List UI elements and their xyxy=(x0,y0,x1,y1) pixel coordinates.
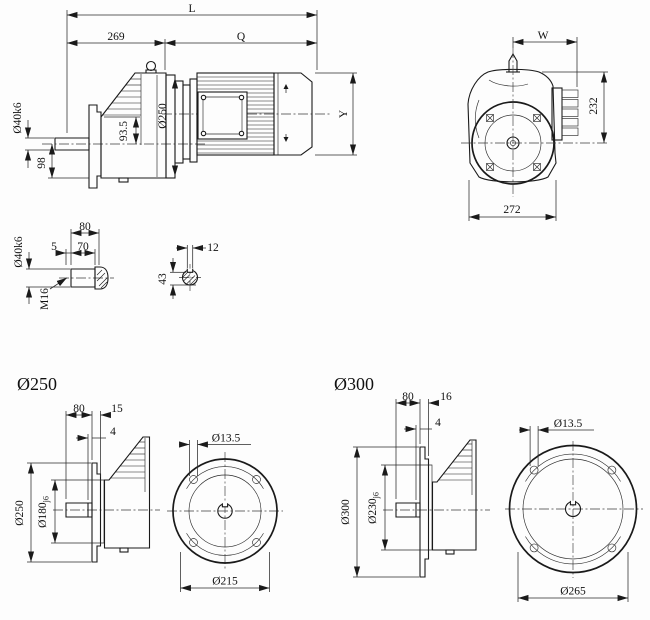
dim-label-shaft-dia-detail: Ø40k6 xyxy=(13,236,25,268)
dim-label-232: 232 xyxy=(588,97,600,115)
dim-label-f300-outer: Ø300 xyxy=(340,499,352,525)
casting-lines xyxy=(474,79,529,139)
flange300-bolt-holes xyxy=(529,465,617,553)
keyway-notch xyxy=(186,268,194,273)
flange-250-title: Ø250 xyxy=(17,374,57,394)
output-flange xyxy=(88,104,102,189)
dim-label-adapter-dia: Ø250 xyxy=(157,103,169,129)
dim-label-f300-4: 4 xyxy=(435,417,441,429)
gear-housing xyxy=(100,72,167,179)
fan-cowl xyxy=(273,72,313,156)
flange300-front: Ø13.5 Ø265 xyxy=(505,418,643,602)
dim-label-shaft-dia: Ø40k6 xyxy=(12,102,24,134)
flange-300-view: Ø300 80 16 4 xyxy=(334,374,643,602)
shaft-detail: 80 5 70 Ø40k6 M16 xyxy=(13,221,114,310)
end-housing-outline xyxy=(467,68,557,183)
flange300-register-circle xyxy=(522,458,624,560)
dim-label-W: W xyxy=(538,30,549,42)
flange300-outer-circle xyxy=(508,444,638,574)
dim-label-f250-bolt-circle: Ø215 xyxy=(212,576,238,588)
flange250-side-dimensions: 80 15 4 Ø250 Ø180j6 xyxy=(14,403,123,563)
dim-label-f250-outer: Ø250 xyxy=(14,500,26,526)
flange250-housing xyxy=(103,436,151,549)
direction-mark-bottom xyxy=(283,137,289,142)
dim-label-98: 98 xyxy=(36,157,48,169)
flange250-ribs xyxy=(110,438,146,492)
dim-label-f250-15: 15 xyxy=(111,403,123,415)
shaft-end-disc xyxy=(94,266,109,290)
flange250-bolt-arc-bottom xyxy=(186,533,264,556)
key-section: 12 43 xyxy=(157,242,219,299)
dim-label-80: 80 xyxy=(79,221,91,233)
dim-label-f250-80: 80 xyxy=(73,403,85,415)
dim-label-43: 43 xyxy=(157,273,169,285)
flange300-foot xyxy=(445,549,455,555)
flange250-plate xyxy=(91,462,102,563)
dim-label-f300-80: 80 xyxy=(402,391,414,403)
dim-label-M16: M16 xyxy=(39,288,51,310)
flange300-bolt-arc-top xyxy=(525,453,621,482)
dim-label-f250-4: 4 xyxy=(110,426,116,438)
flange300-bore-keyway xyxy=(569,500,577,506)
dim-label-Y: Y xyxy=(338,109,350,118)
section-hatching xyxy=(182,272,197,285)
flange-300-title: Ø300 xyxy=(334,374,374,394)
dim-label-12: 12 xyxy=(207,242,219,254)
drain-plug xyxy=(118,177,129,183)
end-view: W 232 272 xyxy=(461,30,609,221)
bolt-squares xyxy=(486,114,541,171)
side-view-dimensions: L 269 Q Y Ø40k6 98 93.5 Ø xyxy=(12,3,357,179)
dim-label-Q: Q xyxy=(237,31,246,43)
dim-label-f300-spigot: Ø230j6 xyxy=(367,492,381,524)
flange250-foot xyxy=(119,547,129,553)
flange250-register-circle xyxy=(188,474,262,548)
housing-ribs xyxy=(102,74,158,177)
dim-label-70: 70 xyxy=(77,241,89,253)
flange250-bolt-holes xyxy=(189,475,261,547)
flange250-bolt-arc-top xyxy=(186,466,264,489)
flange250-front: Ø13.5 Ø215 xyxy=(167,433,283,592)
end-view-dimensions: W 232 272 xyxy=(468,30,608,221)
dim-label-5: 5 xyxy=(51,241,57,253)
plate-screws xyxy=(200,94,245,137)
flange300-ribs xyxy=(438,441,473,495)
flange250-bore-keyway xyxy=(221,503,229,508)
flange300-side-dimensions: 80 16 4 Ø300 Ø230j6 xyxy=(340,391,452,578)
motor-adapter xyxy=(165,74,198,179)
dim-label-f250-spigot: Ø180j6 xyxy=(37,496,51,528)
shaft-detail-dimensions: 80 5 70 Ø40k6 M16 xyxy=(13,221,100,310)
dim-label-f300-16: 16 xyxy=(440,391,452,403)
dim-label-L: L xyxy=(188,3,195,15)
terminal-fins xyxy=(551,87,579,141)
motor-body xyxy=(196,72,275,156)
keyway-mask xyxy=(187,268,193,273)
eye-bolt xyxy=(145,60,157,73)
key-section-dimensions: 12 43 xyxy=(157,242,219,299)
dim-label-269: 269 xyxy=(107,31,125,43)
direction-mark-top xyxy=(283,84,289,89)
flange-250-view: Ø250 80 15 4 xyxy=(14,374,283,592)
disc-hatching xyxy=(96,269,108,289)
dim-label-272: 272 xyxy=(503,204,521,216)
motor-terminal-plate xyxy=(197,91,248,140)
dim-label-f300-hole: Ø13.5 xyxy=(554,418,583,430)
dim-label-93-5: 93.5 xyxy=(118,121,130,141)
dim-label-f250-hole: Ø13.5 xyxy=(212,433,241,445)
flange300-plate xyxy=(419,446,430,578)
flange300-housing xyxy=(431,439,477,551)
side-view: L 269 Q Y Ø40k6 98 93.5 Ø xyxy=(12,3,357,189)
dim-label-f300-bolt-circle: Ø265 xyxy=(560,586,586,598)
flange300-bolt-arc-bottom xyxy=(525,536,621,565)
flange250-outer-circle xyxy=(172,458,278,564)
